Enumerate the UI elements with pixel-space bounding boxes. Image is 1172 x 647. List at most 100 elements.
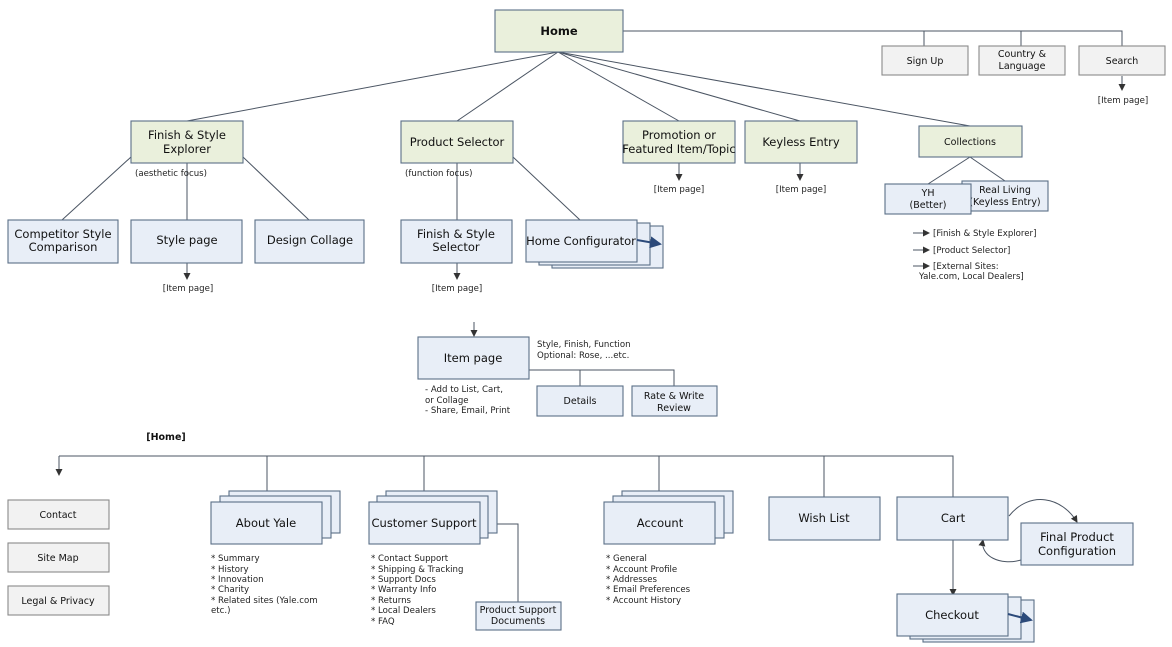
svg-text:Language: Language <box>999 61 1046 72</box>
svg-text:Style page: Style page <box>156 233 217 247</box>
svg-text:Competitor Style: Competitor Style <box>14 227 111 241</box>
item-options-note: Style, Finish, Function Optional: Rose, … <box>537 340 631 361</box>
customer-support-node[interactable]: Customer Support <box>368 490 498 545</box>
svg-text:Configuration: Configuration <box>1038 544 1116 558</box>
finish-style-explorer-node[interactable]: Finish & Style Explorer <box>130 120 244 164</box>
svg-text:Legal & Privacy: Legal & Privacy <box>21 596 95 607</box>
product-selector-node[interactable]: Product Selector <box>400 120 514 164</box>
svg-text:Featured Item/Topic: Featured Item/Topic <box>622 142 735 156</box>
svg-text:(Keyless Entry): (Keyless Entry) <box>969 197 1040 208</box>
svg-text:- Share, Email, Print: - Share, Email, Print <box>425 406 511 416</box>
svg-text:Wish List: Wish List <box>798 511 850 525</box>
svg-text:Search: Search <box>1106 56 1139 67</box>
svg-text:Cart: Cart <box>941 511 966 525</box>
item-actions-note: - Add to List, Cart, or Collage - Share,… <box>425 385 511 416</box>
account-items: * General * Account Profile * Addresses … <box>606 554 691 606</box>
account-node[interactable]: Account <box>603 490 734 545</box>
svg-text:* Account History: * Account History <box>606 596 681 606</box>
item-page-node[interactable]: Item page <box>417 336 530 380</box>
search-item-note: [Item page] <box>1098 96 1148 106</box>
design-collage-node[interactable]: Design Collage <box>254 219 365 264</box>
svg-text:Documents: Documents <box>491 616 545 627</box>
product-support-docs-node[interactable]: Product Support Documents <box>475 601 562 631</box>
checkout-node[interactable]: Checkout <box>896 593 1035 643</box>
keyless-entry-node[interactable]: Keyless Entry <box>744 120 858 164</box>
collections-node[interactable]: Collections <box>918 125 1023 158</box>
svg-text:* Local Dealers: * Local Dealers <box>371 606 436 616</box>
rate-review-node[interactable]: Rate & Write Review <box>631 385 718 417</box>
svg-text:* Summary: * Summary <box>211 554 260 564</box>
svg-text:Style, Finish, Function: Style, Finish, Function <box>537 340 631 350</box>
promotion-item-note: [Item page] <box>654 185 704 195</box>
home-node[interactable]: Home <box>494 9 624 53</box>
style-page-node[interactable]: Style page <box>130 219 243 264</box>
fs-selector-node[interactable]: Finish & Style Selector <box>400 219 513 264</box>
svg-text:* Charity: * Charity <box>211 585 249 595</box>
svg-text:Finish & Style: Finish & Style <box>417 227 495 241</box>
svg-text:YH: YH <box>921 188 935 199</box>
svg-text:Design Collage: Design Collage <box>267 233 353 247</box>
svg-text:or Collage: or Collage <box>425 396 469 406</box>
svg-text:* Email Preferences: * Email Preferences <box>606 585 691 595</box>
function-focus-note: (function focus) <box>405 169 472 179</box>
svg-text:etc.): etc.) <box>211 606 230 616</box>
aesthetic-note: (aesthetic focus) <box>135 169 207 179</box>
svg-text:Checkout: Checkout <box>925 608 979 622</box>
svg-text:Rate & Write: Rate & Write <box>644 391 704 402</box>
svg-text:* Warranty Info: * Warranty Info <box>371 585 436 595</box>
yh-node[interactable]: YH (Better) <box>884 183 972 215</box>
svg-text:(Better): (Better) <box>910 200 947 211</box>
legal-privacy-node[interactable]: Legal & Privacy <box>7 585 110 616</box>
svg-text:Selector: Selector <box>432 240 480 254</box>
svg-text:* FAQ: * FAQ <box>371 617 395 627</box>
about-items: * Summary * History * Innovation * Chari… <box>211 554 318 616</box>
svg-text:Account: Account <box>637 516 684 530</box>
promotion-node[interactable]: Promotion or Featured Item/Topic <box>622 120 736 164</box>
final-config-node[interactable]: Final Product Configuration <box>1020 522 1134 566</box>
svg-text:Sign Up: Sign Up <box>907 56 944 67</box>
about-yale-node[interactable]: About Yale <box>210 490 341 545</box>
keyless-item-note: [Item page] <box>776 185 826 195</box>
svg-text:- Add to List, Cart,: - Add to List, Cart, <box>425 385 503 395</box>
svg-text:Promotion or: Promotion or <box>642 128 716 142</box>
svg-text:Product Support: Product Support <box>480 605 557 616</box>
svg-text:* Addresses: * Addresses <box>606 575 658 585</box>
svg-text:* History: * History <box>211 565 249 575</box>
svg-text:[Product Selector]: [Product Selector] <box>933 246 1010 256</box>
svg-text:Site Map: Site Map <box>37 553 78 564</box>
svg-text:Customer Support: Customer Support <box>372 516 477 530</box>
svg-text:Product Selector: Product Selector <box>410 135 505 149</box>
svg-text:Keyless Entry: Keyless Entry <box>762 135 840 149</box>
collection-links: [Finish & Style Explorer] [Product Selec… <box>918 229 1036 282</box>
real-living-node[interactable]: Real Living (Keyless Entry) <box>961 180 1049 212</box>
svg-text:Review: Review <box>657 403 691 414</box>
support-items: * Contact Support * Shipping & Tracking … <box>371 554 463 627</box>
svg-text:Home Configurator: Home Configurator <box>526 234 636 248</box>
fs-selector-item-note: [Item page] <box>432 284 482 294</box>
connectors-top <box>61 30 1126 386</box>
cart-node[interactable]: Cart <box>896 496 1009 541</box>
svg-text:* Related sites (Yale.com: * Related sites (Yale.com <box>211 596 318 606</box>
svg-text:* Shipping & Tracking: * Shipping & Tracking <box>371 565 463 575</box>
site-map-node[interactable]: Site Map <box>7 542 110 573</box>
search-node[interactable]: Search <box>1078 45 1166 76</box>
contact-node[interactable]: Contact <box>7 499 110 530</box>
competitor-comparison-node[interactable]: Competitor Style Comparison <box>7 219 119 264</box>
wish-list-node[interactable]: Wish List <box>768 496 881 541</box>
style-item-note: [Item page] <box>163 284 213 294</box>
svg-text:Optional: Rose, ...etc.: Optional: Rose, ...etc. <box>537 351 629 361</box>
svg-text:* Contact Support: * Contact Support <box>371 554 449 564</box>
svg-text:Comparison: Comparison <box>29 240 98 254</box>
sign-up-node[interactable]: Sign Up <box>881 45 969 76</box>
svg-text:Yale.com, Local Dealers]: Yale.com, Local Dealers] <box>918 272 1024 282</box>
home-configurator-node[interactable]: Home Configurator <box>525 219 664 269</box>
svg-text:About Yale: About Yale <box>236 516 296 530</box>
svg-text:Contact: Contact <box>40 510 77 521</box>
svg-text:* Returns: * Returns <box>371 596 412 606</box>
svg-text:Final Product: Final Product <box>1040 530 1114 544</box>
country-language-node[interactable]: Country & Language <box>978 45 1066 76</box>
details-node[interactable]: Details <box>536 385 624 417</box>
svg-text:Real Living: Real Living <box>979 185 1031 196</box>
